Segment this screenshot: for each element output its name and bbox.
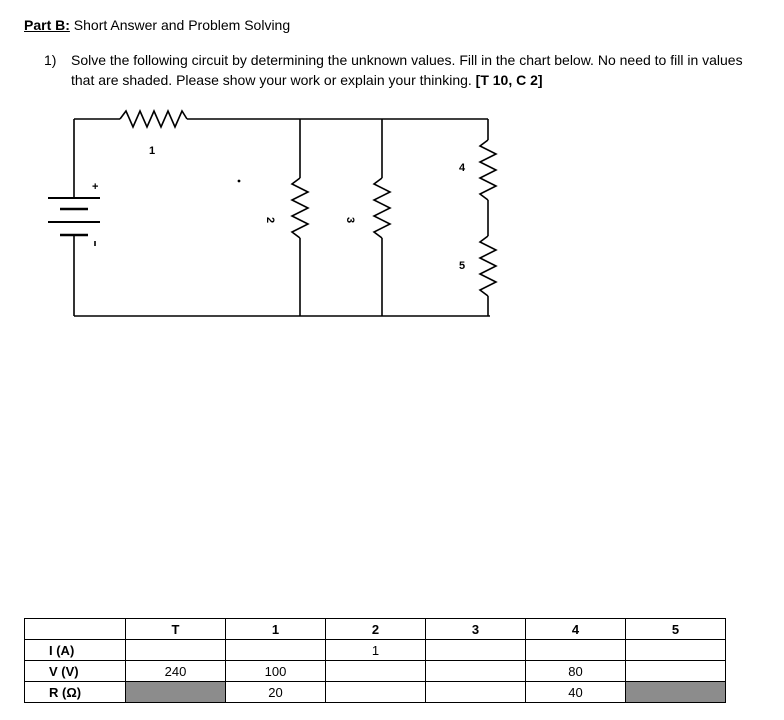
question-text: Solve the following circuit by determini…: [71, 52, 743, 88]
question-number: 1): [44, 52, 57, 68]
cell-resistance-r5-shaded: [625, 681, 726, 703]
resistor-5-symbol: [478, 235, 498, 297]
cell-current-r5[interactable]: [625, 639, 726, 661]
table-header-row: T 1 2 3 4 5: [24, 618, 726, 640]
resistor-4-symbol: [478, 139, 498, 201]
cell-voltage-total: 240: [125, 660, 226, 682]
resistor-1-label: 1: [149, 145, 155, 157]
table-row-resistance: R (Ω) 20 40: [24, 681, 726, 703]
resistor-3-label: 3: [344, 217, 356, 223]
cell-resistance-total-shaded: [125, 681, 226, 703]
header-cell-blank: [24, 618, 126, 640]
resistor-1-symbol: [119, 109, 188, 129]
cell-resistance-r4: 40: [525, 681, 626, 703]
cell-resistance-r2[interactable]: [325, 681, 426, 703]
cell-voltage-r5[interactable]: [625, 660, 726, 682]
header-cell-total: T: [125, 618, 226, 640]
resistor-2-label: 2: [264, 217, 276, 223]
values-chart: T 1 2 3 4 5 I (A) 1 V (V) 240 100 80 R (…: [24, 618, 726, 703]
resistor-2-symbol: [290, 177, 310, 239]
cell-voltage-r4: 80: [525, 660, 626, 682]
cell-voltage-r3[interactable]: [425, 660, 526, 682]
cell-current-r1[interactable]: [225, 639, 326, 661]
cell-resistance-r1: 20: [225, 681, 326, 703]
row-label-current: I (A): [24, 639, 126, 661]
resistor-3-symbol: [372, 177, 392, 239]
resistor-4-label: 4: [459, 162, 466, 174]
cell-resistance-r3[interactable]: [425, 681, 526, 703]
cell-current-total[interactable]: [125, 639, 226, 661]
cell-current-r3[interactable]: [425, 639, 526, 661]
cell-voltage-r2[interactable]: [325, 660, 426, 682]
question-text-block: Solve the following circuit by determini…: [71, 50, 761, 90]
resistor-5-label: 5: [459, 260, 465, 272]
cell-current-r2: 1: [325, 639, 426, 661]
header-cell-r2: 2: [325, 618, 426, 640]
table-row-voltage: V (V) 240 100 80: [24, 660, 726, 682]
stray-dot: [237, 179, 241, 183]
part-heading: Part B: Short Answer and Problem Solving: [24, 17, 290, 33]
circuit-diagram: + 1 2 3 4 5: [48, 109, 498, 317]
header-cell-r4: 4: [525, 618, 626, 640]
row-label-voltage: V (V): [24, 660, 126, 682]
header-cell-r1: 1: [225, 618, 326, 640]
table-row-current: I (A) 1: [24, 639, 726, 661]
part-label: Part B:: [24, 17, 70, 33]
battery-plus-label: +: [92, 181, 98, 193]
header-cell-r3: 3: [425, 618, 526, 640]
cell-voltage-r1: 100: [225, 660, 326, 682]
header-cell-r5: 5: [625, 618, 726, 640]
part-title: Short Answer and Problem Solving: [69, 17, 291, 33]
row-label-resistance: R (Ω): [24, 681, 126, 703]
cell-current-r4[interactable]: [525, 639, 626, 661]
question-marks: [T 10, C 2]: [475, 72, 543, 88]
